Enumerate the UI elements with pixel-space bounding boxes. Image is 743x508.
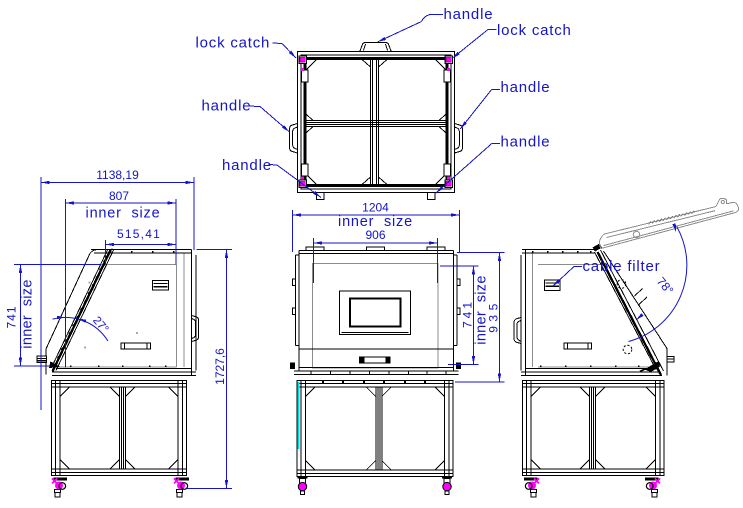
- svg-text:lock catch: lock catch: [196, 35, 271, 52]
- svg-text:handle: handle: [501, 134, 551, 151]
- svg-text:1138,19: 1138,19: [96, 168, 139, 182]
- svg-text:906: 906: [365, 228, 385, 242]
- svg-text:935: 935: [487, 299, 501, 333]
- svg-text:cable filter: cable filter: [583, 258, 661, 275]
- svg-text:1204: 1204: [362, 201, 389, 215]
- svg-text:515,41: 515,41: [117, 227, 161, 241]
- svg-text:inner size: inner size: [86, 206, 161, 222]
- svg-text:handle: handle: [222, 157, 272, 174]
- svg-text:inner size: inner size: [20, 279, 36, 348]
- svg-text:inner size: inner size: [338, 214, 413, 230]
- svg-text:1727,6: 1727,6: [213, 348, 227, 385]
- svg-text:807: 807: [109, 189, 129, 203]
- svg-text:handle: handle: [501, 79, 551, 96]
- svg-text:inner size: inner size: [474, 275, 490, 344]
- svg-text:handle: handle: [444, 6, 494, 23]
- svg-text:lock catch: lock catch: [497, 22, 572, 39]
- svg-text:handle: handle: [202, 98, 252, 115]
- svg-text:741: 741: [5, 305, 19, 328]
- svg-text:741: 741: [461, 299, 475, 328]
